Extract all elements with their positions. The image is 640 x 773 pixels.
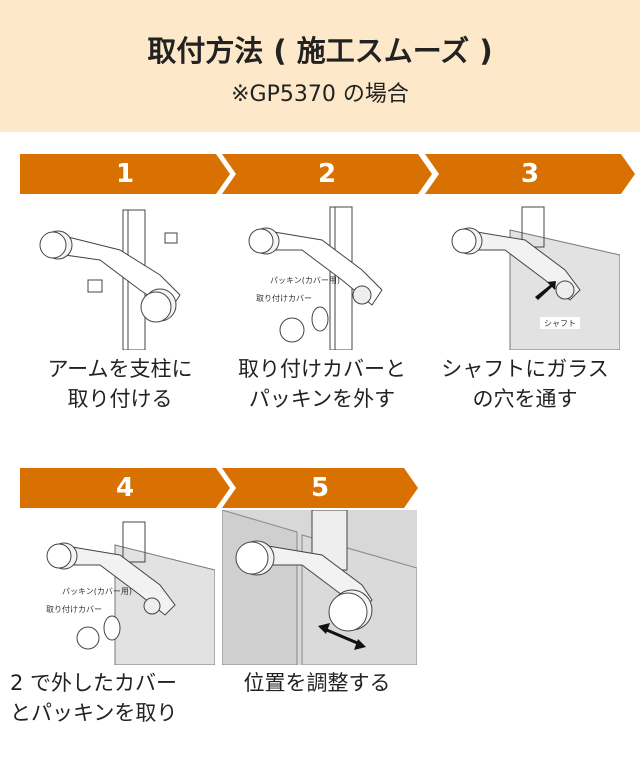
caption-line: アームを支柱に <box>47 357 193 381</box>
step-2-illustration: パッキン(カバー用) 取り付けカバー <box>222 195 417 350</box>
step-4-illustration: パッキン(カバー用) 取り付けカバー <box>20 510 215 665</box>
step-3-caption: シャフトにガラスの穴を通す <box>420 354 630 414</box>
step-number: 2 <box>317 159 337 189</box>
arrow-icon <box>535 281 556 300</box>
caption-line: 2 で外したカバー <box>10 671 178 695</box>
step-number: 4 <box>115 473 135 503</box>
step-4-caption: 2 で外したカバーとパッキンを取り <box>10 668 225 728</box>
caption-line: とパッキンを取り <box>10 701 178 725</box>
step-1-illustration <box>20 195 215 350</box>
caption-line: パッキンを外す <box>248 387 396 411</box>
step-1-arrow: 1 <box>20 154 230 194</box>
step-5-caption: 位置を調整する <box>212 668 422 698</box>
step-1-caption: アームを支柱に取り付ける <box>15 354 225 414</box>
caption-line: 位置を調整する <box>243 671 391 695</box>
step-3-arrow: 3 <box>425 154 635 194</box>
step-3-illustration: シャフト <box>425 195 620 350</box>
page-title: 取付方法 ( 施工スムーズ ) <box>147 34 493 68</box>
caption-line: シャフトにガラス <box>441 357 609 381</box>
step-4-arrow: 4 <box>20 468 230 508</box>
caption-line: の穴を通す <box>472 387 578 411</box>
label-cover: 取り付けカバー <box>256 293 312 303</box>
adjust-arrows-icon <box>321 626 363 647</box>
header: 取付方法 ( 施工スムーズ ) ※GP5370 の場合 <box>0 0 640 132</box>
step-2-caption: 取り付けカバーとパッキンを外す <box>217 354 427 414</box>
step-2-arrow: 2 <box>222 154 432 194</box>
step-number: 5 <box>310 473 330 503</box>
page-subtitle: ※GP5370 の場合 <box>231 82 409 107</box>
step-number: 1 <box>115 159 135 189</box>
caption-line: 取り付ける <box>67 387 173 411</box>
caption-line: 取り付けカバーと <box>238 357 406 381</box>
label-cover: 取り付けカバー <box>46 604 102 614</box>
label-shaft: シャフト <box>544 319 576 328</box>
step-5-illustration <box>222 510 417 665</box>
step-number: 3 <box>520 159 540 189</box>
label-packing: パッキン(カバー用) <box>270 276 340 285</box>
step-5-arrow: 5 <box>222 468 418 508</box>
label-packing: パッキン(カバー用) <box>62 587 132 596</box>
